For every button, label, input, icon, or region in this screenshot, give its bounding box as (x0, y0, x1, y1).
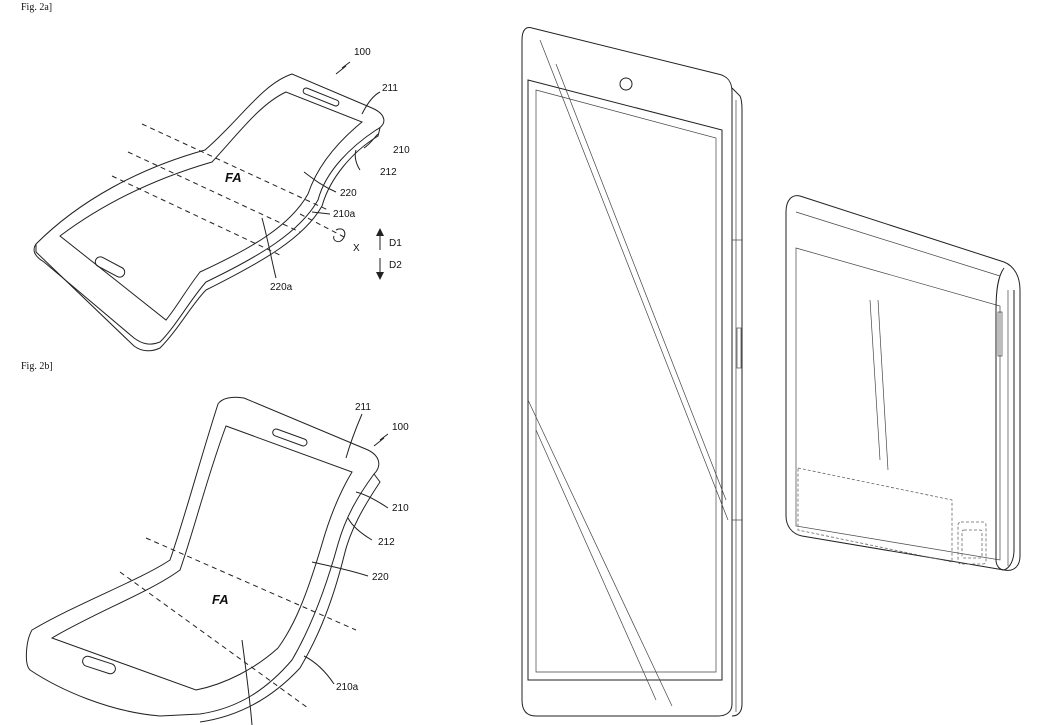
fig-2a-ref-220a: 220a (270, 282, 293, 293)
folded-phone-top-line (795, 211, 1001, 277)
fig-2a-device-edge (35, 127, 381, 352)
folded-phone-reflection-1 (869, 299, 881, 461)
fig-2b-ref-210: 210 (392, 503, 409, 514)
fig-2a-home-key (94, 256, 126, 278)
fig-2b-leader-211 (345, 413, 363, 459)
fig-2b-ref-220: 220 (372, 572, 389, 583)
fig-2a-leader-220 (303, 171, 337, 193)
phone-front-body (521, 27, 733, 717)
folded-phone-body (785, 195, 1021, 571)
phone-display-inner (535, 89, 717, 673)
folded-phone-face (795, 247, 1001, 561)
folded-phone-camera-module (957, 521, 987, 565)
fig-2b-drawing: 211 100 210 212 220 210a FA (25, 396, 409, 725)
unfolded-phone-drawing (521, 27, 743, 717)
phone-display (527, 79, 723, 681)
fig-2b-ref-211: 211 (355, 402, 371, 413)
fig-2b-display (50, 425, 353, 691)
folded-phone-side-button (997, 311, 1003, 357)
fig-2a-ref-211: 211 (382, 83, 398, 94)
folded-phone-drawing (785, 195, 1021, 571)
fig-2b-leader-lower (241, 639, 253, 725)
folded-phone-reflection-2 (877, 299, 889, 471)
folded-phone-cover-window (797, 467, 953, 563)
fig-2a-fold-area-label: FA (225, 170, 242, 185)
fig-2a-leader-211 (361, 91, 381, 115)
fig-2a-ref-100: 100 (354, 47, 371, 58)
fig-2b-home-key (82, 655, 116, 675)
fig-2a-leader-212 (354, 149, 361, 171)
phone-side-edge (731, 87, 743, 717)
folded-phone-camera-inner (961, 529, 983, 559)
fig-2b-device-edge (199, 473, 381, 723)
phone-reflection-4 (535, 429, 657, 701)
fig-2b-leader-210 (355, 491, 389, 509)
phone-side-button-dots (736, 327, 742, 369)
front-camera-icon (619, 77, 633, 91)
fig-2b-fold-line-upper (145, 537, 357, 631)
fig-2a-drawing: 100 211 210 212 220 210a X D1 D2 220a FA (33, 47, 410, 352)
fig-2a-ref-210: 210 (393, 145, 410, 156)
fig-2b-device-body (25, 396, 380, 717)
fig-2a-d2-arrowhead (376, 272, 384, 280)
fig-2a-fold-line-lower (111, 175, 283, 257)
fig-2b-earpiece (272, 428, 308, 447)
fig-2a-leader-100 (335, 61, 351, 75)
fig-2a-ref-d1: D1 (389, 238, 402, 249)
fig-2b-leader-100 (373, 433, 389, 447)
fig-2b-caption: Fig. 2b] (21, 361, 53, 372)
fig-2a-leader-210a (311, 211, 331, 215)
fig-2a-leader-220a (261, 217, 277, 279)
fig-2a-ref-212: 212 (380, 167, 397, 178)
fig-2b-leader-210a (303, 655, 335, 685)
fig-2b-fold-line-lower (119, 571, 309, 709)
phone-reflection-1 (539, 39, 729, 521)
fig-2a-display (59, 91, 363, 321)
fig-2b-ref-100: 100 (392, 422, 409, 433)
fig-2a-caption: Fig. 2a] (21, 2, 53, 13)
fig-2a-d1-arrowhead (376, 228, 384, 236)
phone-reflection-2 (555, 63, 727, 501)
fig-2a-earpiece (302, 87, 340, 107)
fig-2a-ref-x: X (353, 243, 360, 254)
folded-phone-hinge (995, 267, 1015, 571)
fig-2a-ref-210a: 210a (333, 209, 356, 220)
fig-2a-fold-line-upper (141, 123, 329, 211)
fig-2b-fold-area-label: FA (212, 592, 229, 607)
fig-2b-ref-210a: 210a (336, 682, 359, 693)
fig-2b-leader-220 (311, 561, 369, 577)
fig-2a-leader-210 (363, 133, 379, 149)
fig-2b-ref-212: 212 (378, 537, 395, 548)
fig-2a-fold-line-mid (127, 151, 301, 233)
fig-2b-leader-212 (347, 517, 373, 541)
fig-2a-ref-220: 220 (340, 188, 357, 199)
fig-2a-ref-d2: D2 (389, 260, 402, 271)
fig-2a-rotation-arrow (333, 228, 346, 243)
phone-reflection-3 (527, 399, 673, 707)
fig-2a-device-body (33, 73, 385, 345)
